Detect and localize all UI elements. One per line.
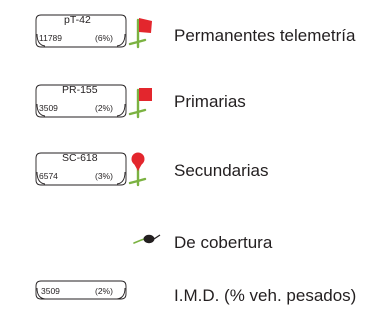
legend-label-coverage: De cobertura xyxy=(174,233,273,252)
red-pin-icon xyxy=(128,152,147,187)
station-code: SC-618 xyxy=(62,152,98,164)
legend-label-imd: I.M.D. (% veh. pesados) xyxy=(174,286,357,305)
imd-badge: 3509 (2%) xyxy=(35,280,127,300)
station-percent: (6%) xyxy=(95,33,113,43)
badge-frame xyxy=(35,14,127,48)
station-percent: (2%) xyxy=(95,103,113,113)
black-dot-arrow-icon xyxy=(133,234,161,244)
legend-label-primary: Primarias xyxy=(174,92,246,111)
badge-frame xyxy=(35,84,127,118)
station-count: 11789 xyxy=(39,33,63,43)
station-badge-secondary: SC-618 6574 (3%) xyxy=(35,152,127,186)
imd-count: 3509 xyxy=(41,286,60,296)
station-badge-primary: PR-155 3509 (2%) xyxy=(35,84,127,118)
legend-label-secondary: Secundarias xyxy=(174,161,269,180)
badge-frame xyxy=(35,152,127,186)
station-badge-permanent: pT-42 11789 (6%) xyxy=(35,14,127,48)
red-flag-icon xyxy=(128,88,152,119)
station-percent: (3%) xyxy=(95,171,113,181)
station-count: 3509 xyxy=(39,103,58,113)
station-code: pT-42 xyxy=(64,14,91,26)
station-count: 6574 xyxy=(39,171,58,181)
badge-frame xyxy=(35,280,127,300)
legend-label-permanent: Permanentes telemetría xyxy=(174,26,356,45)
imd-percent: (2%) xyxy=(95,286,113,296)
red-flag-icon xyxy=(128,18,152,49)
station-code: PR-155 xyxy=(62,84,98,96)
